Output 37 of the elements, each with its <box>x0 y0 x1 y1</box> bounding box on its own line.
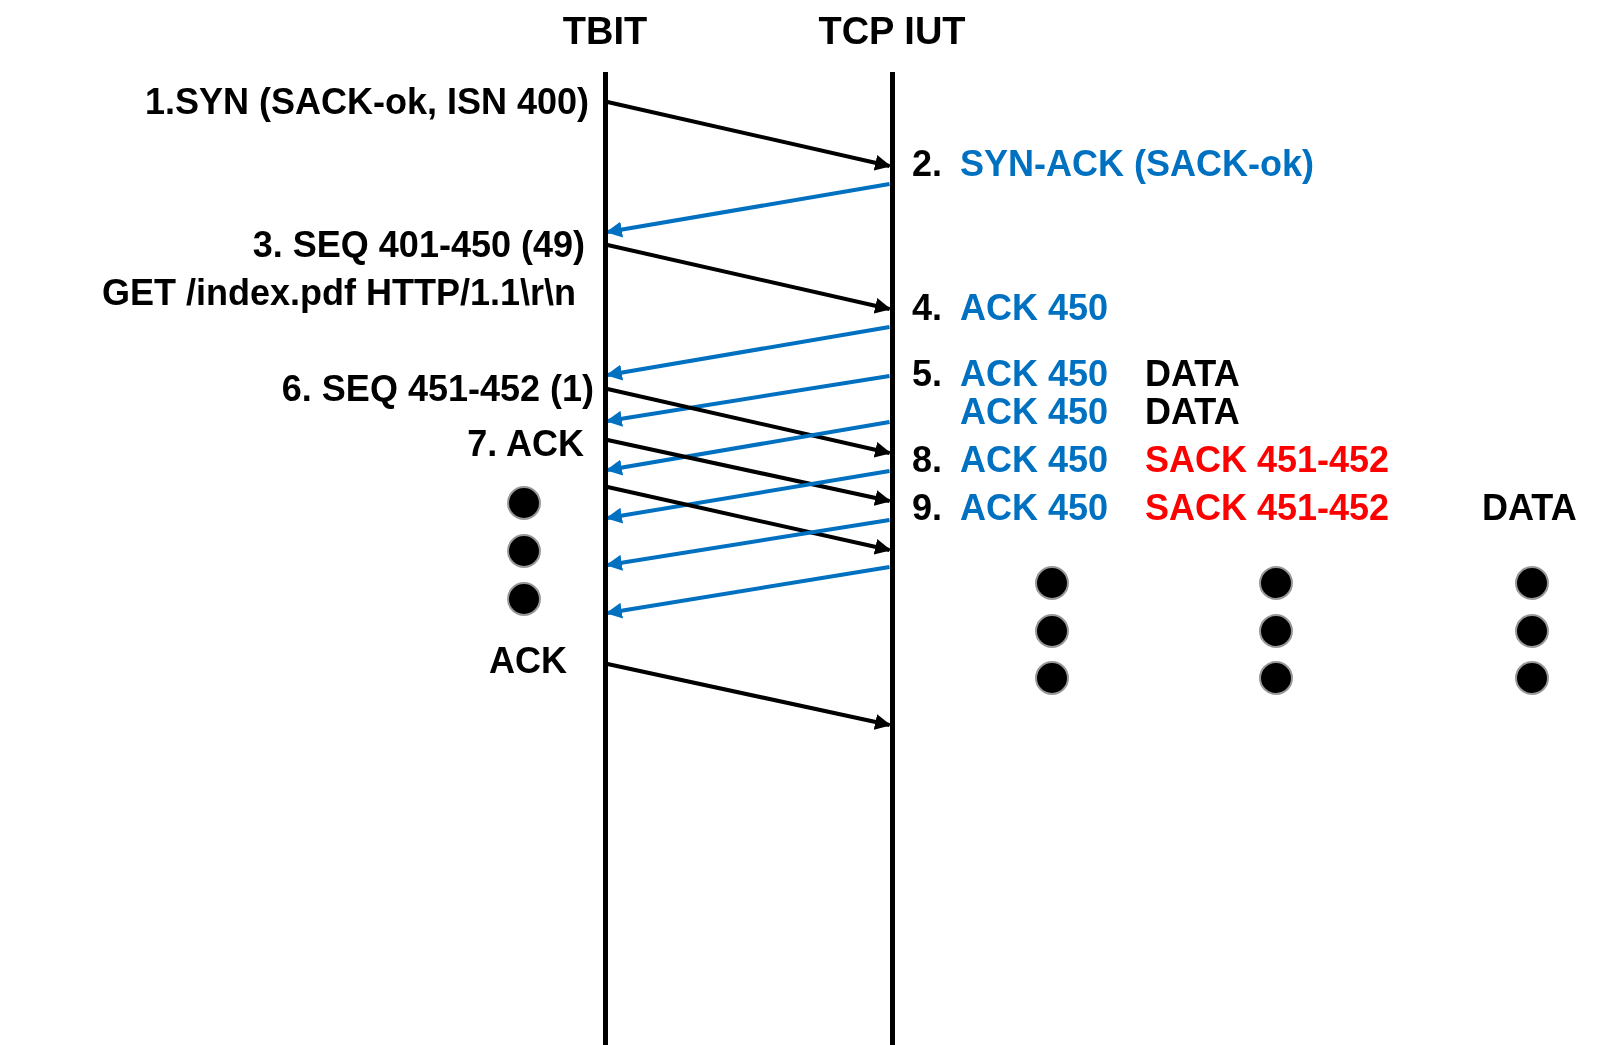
message-label: 1.SYN (SACK-ok, ISN 400) <box>144 84 589 120</box>
message-label: GET /index.pdf HTTP/1.1\r\n <box>101 275 576 311</box>
step-number: 9. <box>912 490 943 526</box>
message-arrow <box>605 325 890 381</box>
step-number: 2. <box>912 146 943 182</box>
message-label: SACK 451-452 <box>1145 490 1390 526</box>
message-label: DATA <box>1482 490 1577 526</box>
step-number: 8. <box>912 442 943 478</box>
message-label: ACK 450 <box>960 394 1109 430</box>
lifeline-heading: TBIT <box>562 12 648 50</box>
message-arrow <box>607 438 892 506</box>
message-arrow <box>607 100 892 171</box>
message-label: DATA <box>1145 356 1240 392</box>
message-arrow <box>607 485 892 555</box>
message-arrow <box>605 565 890 619</box>
message-arrow <box>605 518 890 571</box>
message-label: ACK 450 <box>960 356 1109 392</box>
message-label: ACK 450 <box>960 442 1109 478</box>
message-label: ACK <box>489 643 567 679</box>
message-arrow <box>605 182 890 238</box>
message-arrow <box>607 243 892 314</box>
message-arrow <box>605 469 890 524</box>
message-arrow <box>605 420 890 476</box>
lifeline-heading: TCP IUT <box>818 12 966 50</box>
message-label: 6. SEQ 451-452 (1) <box>281 371 594 407</box>
message-label: DATA <box>1145 394 1240 430</box>
message-arrow <box>607 387 892 458</box>
message-label: ACK 450 <box>960 490 1109 526</box>
message-arrow <box>605 374 890 427</box>
message-label: SACK 451-452 <box>1145 442 1390 478</box>
message-label: ACK 450 <box>960 290 1109 326</box>
message-arrow <box>607 662 892 730</box>
step-number: 4. <box>912 290 943 326</box>
message-label: 7. ACK <box>467 426 584 462</box>
message-label: SYN-ACK (SACK-ok) <box>960 146 1314 182</box>
step-number: 5. <box>912 356 943 392</box>
message-label: 3. SEQ 401-450 (49) <box>252 227 585 263</box>
